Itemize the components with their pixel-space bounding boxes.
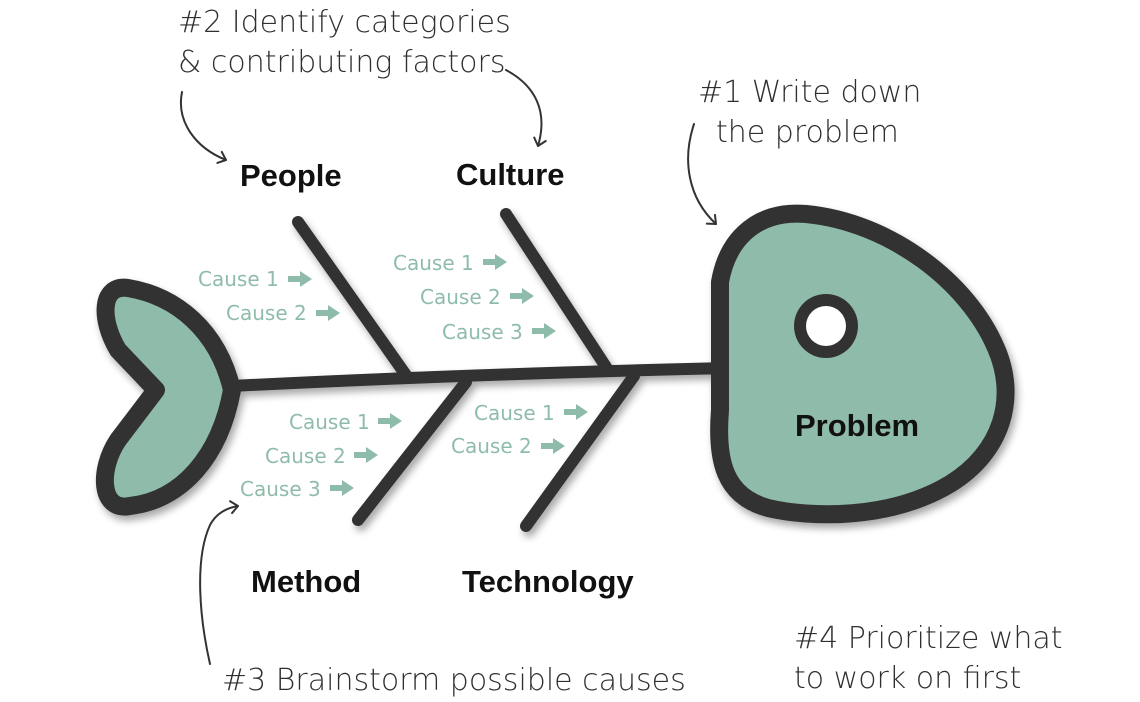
right-arrow-icon [354, 447, 378, 463]
right-arrow-icon [378, 413, 402, 429]
category-method: Method [251, 564, 361, 599]
note-step1-line2: the problem [716, 115, 899, 150]
cause-people-1: Cause 1 [198, 267, 279, 291]
fish-tail [95, 278, 241, 516]
category-people: People [240, 158, 342, 193]
bone-culture [500, 208, 614, 376]
right-arrow-icon [564, 404, 588, 420]
bone-method [352, 376, 472, 526]
note-step2-line2: & contributing factors [178, 45, 505, 80]
spine [226, 362, 734, 392]
cause-method-1: Cause 1 [289, 410, 370, 434]
cause-method-3: Cause 3 [240, 477, 321, 501]
bone-people [292, 216, 414, 384]
right-arrow-icon [510, 288, 534, 304]
curved-arrow-icon [687, 123, 717, 225]
right-arrow-icon [532, 323, 556, 339]
fish-skeleton [95, 204, 1015, 532]
curved-arrow-icon [199, 500, 239, 665]
cause-culture-1: Cause 1 [393, 251, 474, 275]
bone-technology [520, 370, 640, 532]
right-arrow-icon [316, 305, 340, 321]
curved-arrow-icon [179, 91, 227, 164]
note-step3: #3 Brainstorm possible causes [222, 663, 686, 698]
cause-technology-1: Cause 1 [474, 401, 555, 425]
cause-technology-2: Cause 2 [451, 434, 532, 458]
right-arrow-icon [541, 438, 565, 454]
category-culture: Culture [456, 157, 565, 192]
right-arrow-icon [483, 254, 507, 270]
note-step4-line2: to work on first [794, 661, 1021, 696]
fish-eye-pupil [806, 306, 846, 346]
category-technology: Technology [462, 564, 634, 599]
cause-method-2: Cause 2 [265, 444, 346, 468]
note-step4-line1: #4 Prioritize what [794, 621, 1063, 656]
cause-culture-3: Cause 3 [442, 320, 523, 344]
note-step1-line1: #1 Write down [698, 75, 921, 110]
curved-arrow-icon [505, 69, 547, 147]
cause-people-2: Cause 2 [226, 301, 307, 325]
cause-culture-2: Cause 2 [420, 285, 501, 309]
fish-head [710, 204, 1015, 524]
note-step2-line1: #2 Identify categories [178, 5, 511, 40]
problem-label: Problem [795, 408, 919, 443]
right-arrow-icon [288, 271, 312, 287]
right-arrow-icon [330, 480, 354, 496]
